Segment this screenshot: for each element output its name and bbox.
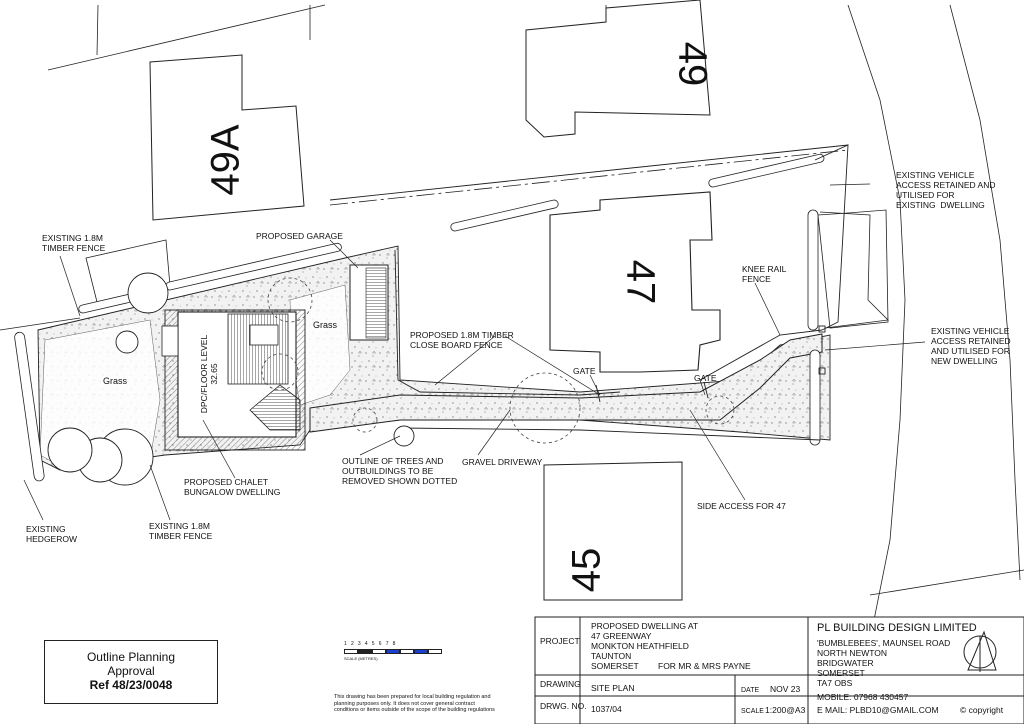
building-49a (149, 54, 305, 221)
disclaimer-text: This drawing has been prepared for local… (334, 694, 495, 713)
label-proposed-close-board-fence: PROPOSED 1.8M TIMBER CLOSE BOARD FENCE (410, 330, 514, 350)
drawing-label: DRAWING (540, 679, 581, 689)
label-outline-trees: OUTLINE OF TREES AND OUTBUILDINGS TO BE … (342, 456, 458, 486)
building-47 (549, 191, 721, 373)
drawing-value: SITE PLAN (591, 683, 635, 693)
company-name: PL BUILDING DESIGN LIMITED (817, 622, 977, 634)
trees (47, 272, 415, 486)
label-existing-hedgerow: EXISTING HEDGEROW (26, 524, 77, 544)
stamp-line-1: Outline Planning (86, 650, 176, 664)
dash-boundary (329, 149, 849, 206)
proposed-dwelling-stair (249, 384, 301, 431)
title-block-frame (534, 616, 1024, 724)
proposed-garage-roof (365, 267, 387, 339)
scale-value: 1:200@A3 (765, 705, 806, 715)
stamp-line-3: Ref 48/23/0048 (89, 678, 173, 692)
plot-label-45: 45 (564, 547, 609, 593)
proposed-dwelling-roof (227, 313, 289, 385)
boundary-lines (0, 4, 1024, 641)
hedgerow-top (14, 153, 825, 482)
label-grass-right: Grass (313, 320, 338, 330)
label-vehicle-access-existing: EXISTING VEHICLE ACCESS RETAINED AND UTI… (896, 170, 996, 210)
gravel-driveway (309, 333, 823, 433)
drwg-no-value: 1037/04 (591, 704, 622, 714)
plot-label-47: 47 (618, 259, 663, 305)
label-dpc-floor-level: DPC/FLOOR LEVEL 32.65 (199, 334, 220, 414)
scale-label: SCALE (741, 708, 764, 715)
label-proposed-chalet: PROPOSED CHALET BUNGALOW DWELLING (184, 477, 281, 497)
trees-removed-dotted (261, 277, 735, 444)
company-logo (963, 630, 997, 672)
scale-bar-caption: SCALE (METRES) (344, 656, 378, 661)
stamp-line-2: Approval (107, 664, 155, 678)
copyright-text: © copyright (960, 705, 1004, 715)
label-proposed-garage: PROPOSED GARAGE (256, 231, 343, 241)
planning-approval-stamp: Outline Planning Approval Ref 48/23/0048 (44, 640, 218, 704)
label-side-access: SIDE ACCESS FOR 47 (697, 501, 786, 511)
date-label: DATE (741, 687, 760, 694)
leader-lines (23, 183, 926, 521)
project-label: PROJECT (540, 636, 580, 646)
label-gate-1: GATE (573, 366, 596, 376)
outbuilding-right (817, 209, 889, 329)
label-grass-left: Grass (103, 376, 128, 386)
client-text: FOR MR & MRS PAYNE (658, 661, 751, 671)
gates (595, 325, 826, 403)
label-vehicle-access-new: EXISTING VEHICLE ACCESS RETAINED AND UTI… (931, 326, 1011, 366)
scale-bar-ticks: 1 2 3 4 5 6 7 8 (344, 641, 396, 647)
proposed-dwelling-dormer (249, 324, 279, 346)
plot-label-49: 49 (670, 41, 715, 87)
date-value: NOV 23 (770, 684, 801, 694)
label-existing-fence-bottom: EXISTING 1.8M TIMBER FENCE (149, 521, 213, 541)
building-49 (525, 0, 711, 138)
porch (161, 325, 179, 357)
project-text: PROPOSED DWELLING AT 47 GREENWAY MONKTON… (591, 621, 699, 671)
company-email: E MAIL: PLBD10@GMAIL.COM (817, 705, 939, 715)
company-address: 'BUMBLEBEES', MAUNSEL ROAD NORTH NEWTON … (817, 638, 951, 688)
building-45 (543, 461, 683, 601)
label-gate-2: GATE (694, 373, 717, 383)
label-knee-rail-fence: KNEE RAIL FENCE (742, 264, 787, 284)
plot-label-49a: 49A (203, 124, 248, 196)
drwg-no-label: DRWG. NO. (540, 701, 587, 711)
company-mobile: MOBILE: 07968 430457 (817, 692, 909, 702)
label-gravel-driveway: GRAVEL DRIVEWAY (462, 457, 543, 467)
label-existing-fence-top: EXISTING 1.8M TIMBER FENCE (42, 233, 106, 253)
